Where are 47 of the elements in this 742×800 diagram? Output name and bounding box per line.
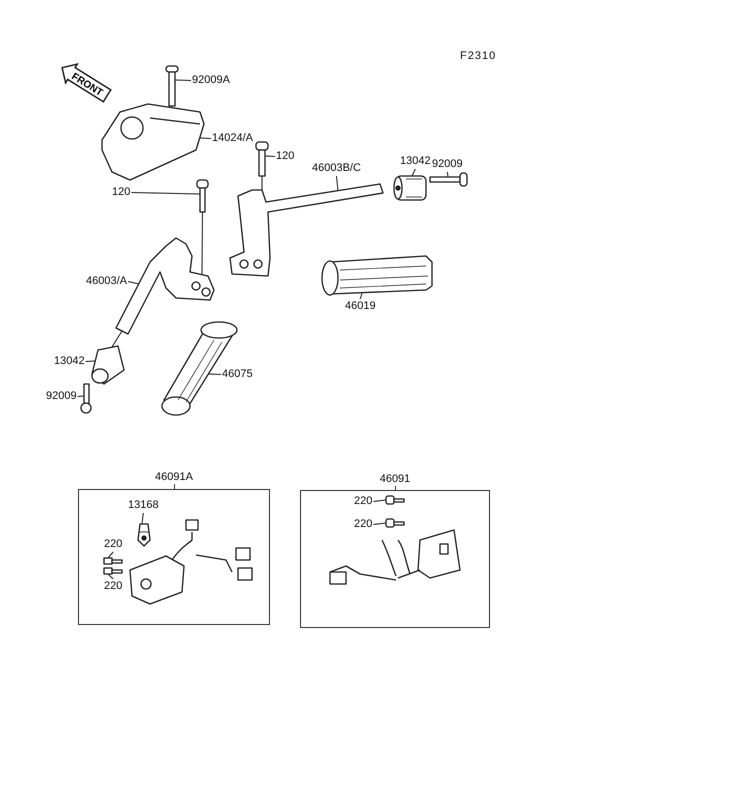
part-number: 220: [104, 538, 122, 551]
leader-line: [142, 512, 144, 524]
part-number: 120: [112, 186, 130, 199]
part-number: 92009: [432, 158, 463, 171]
leader-line: [85, 360, 96, 362]
screw-drawing: [102, 556, 124, 566]
part-number: 92009: [46, 390, 77, 403]
part-number: 14024/A: [212, 132, 253, 145]
part-number: 46003B/C: [312, 162, 361, 175]
leader-line: [446, 172, 448, 178]
part-number: 13042: [400, 155, 431, 168]
bolt-drawing: [195, 178, 210, 214]
leader-line: [174, 80, 192, 81]
leader-line: [130, 192, 200, 194]
leader-line: [112, 330, 122, 348]
part-number: 46091: [380, 473, 410, 486]
bolt-drawing: [254, 140, 270, 178]
figure-code: F2310: [460, 50, 496, 63]
leader-line: [202, 212, 203, 276]
screw-drawing: [384, 494, 406, 506]
terminal-clip-drawing: [136, 522, 152, 548]
screw-drawing: [384, 517, 406, 529]
part-number: 13168: [128, 499, 159, 512]
part-number: 46091A: [155, 471, 193, 484]
part-number: 220: [354, 518, 372, 531]
part-number: 46019: [345, 300, 376, 313]
part-number: 13042: [54, 355, 85, 368]
leader-line: [208, 374, 222, 375]
part-number: 46075: [222, 368, 253, 381]
screw-drawing: [102, 566, 124, 576]
bolt-drawing: [79, 382, 93, 414]
part-number: 220: [354, 495, 372, 508]
leader-line: [200, 138, 212, 139]
bolt-drawing: [164, 64, 180, 108]
leader-line: [264, 156, 276, 157]
part-number: 220: [104, 580, 122, 593]
leader-line: [372, 500, 386, 502]
part-number: 46003/A: [86, 275, 127, 288]
part-number: 92009A: [192, 74, 230, 87]
bar-end-weight-drawing: [392, 174, 428, 202]
leader-line: [372, 522, 386, 525]
bolt-drawing: [428, 171, 470, 188]
part-number: 120: [276, 150, 294, 163]
leader-line: [336, 176, 338, 192]
leader-line: [412, 168, 416, 176]
leader-line: [127, 281, 140, 284]
leader-line: [108, 574, 114, 580]
